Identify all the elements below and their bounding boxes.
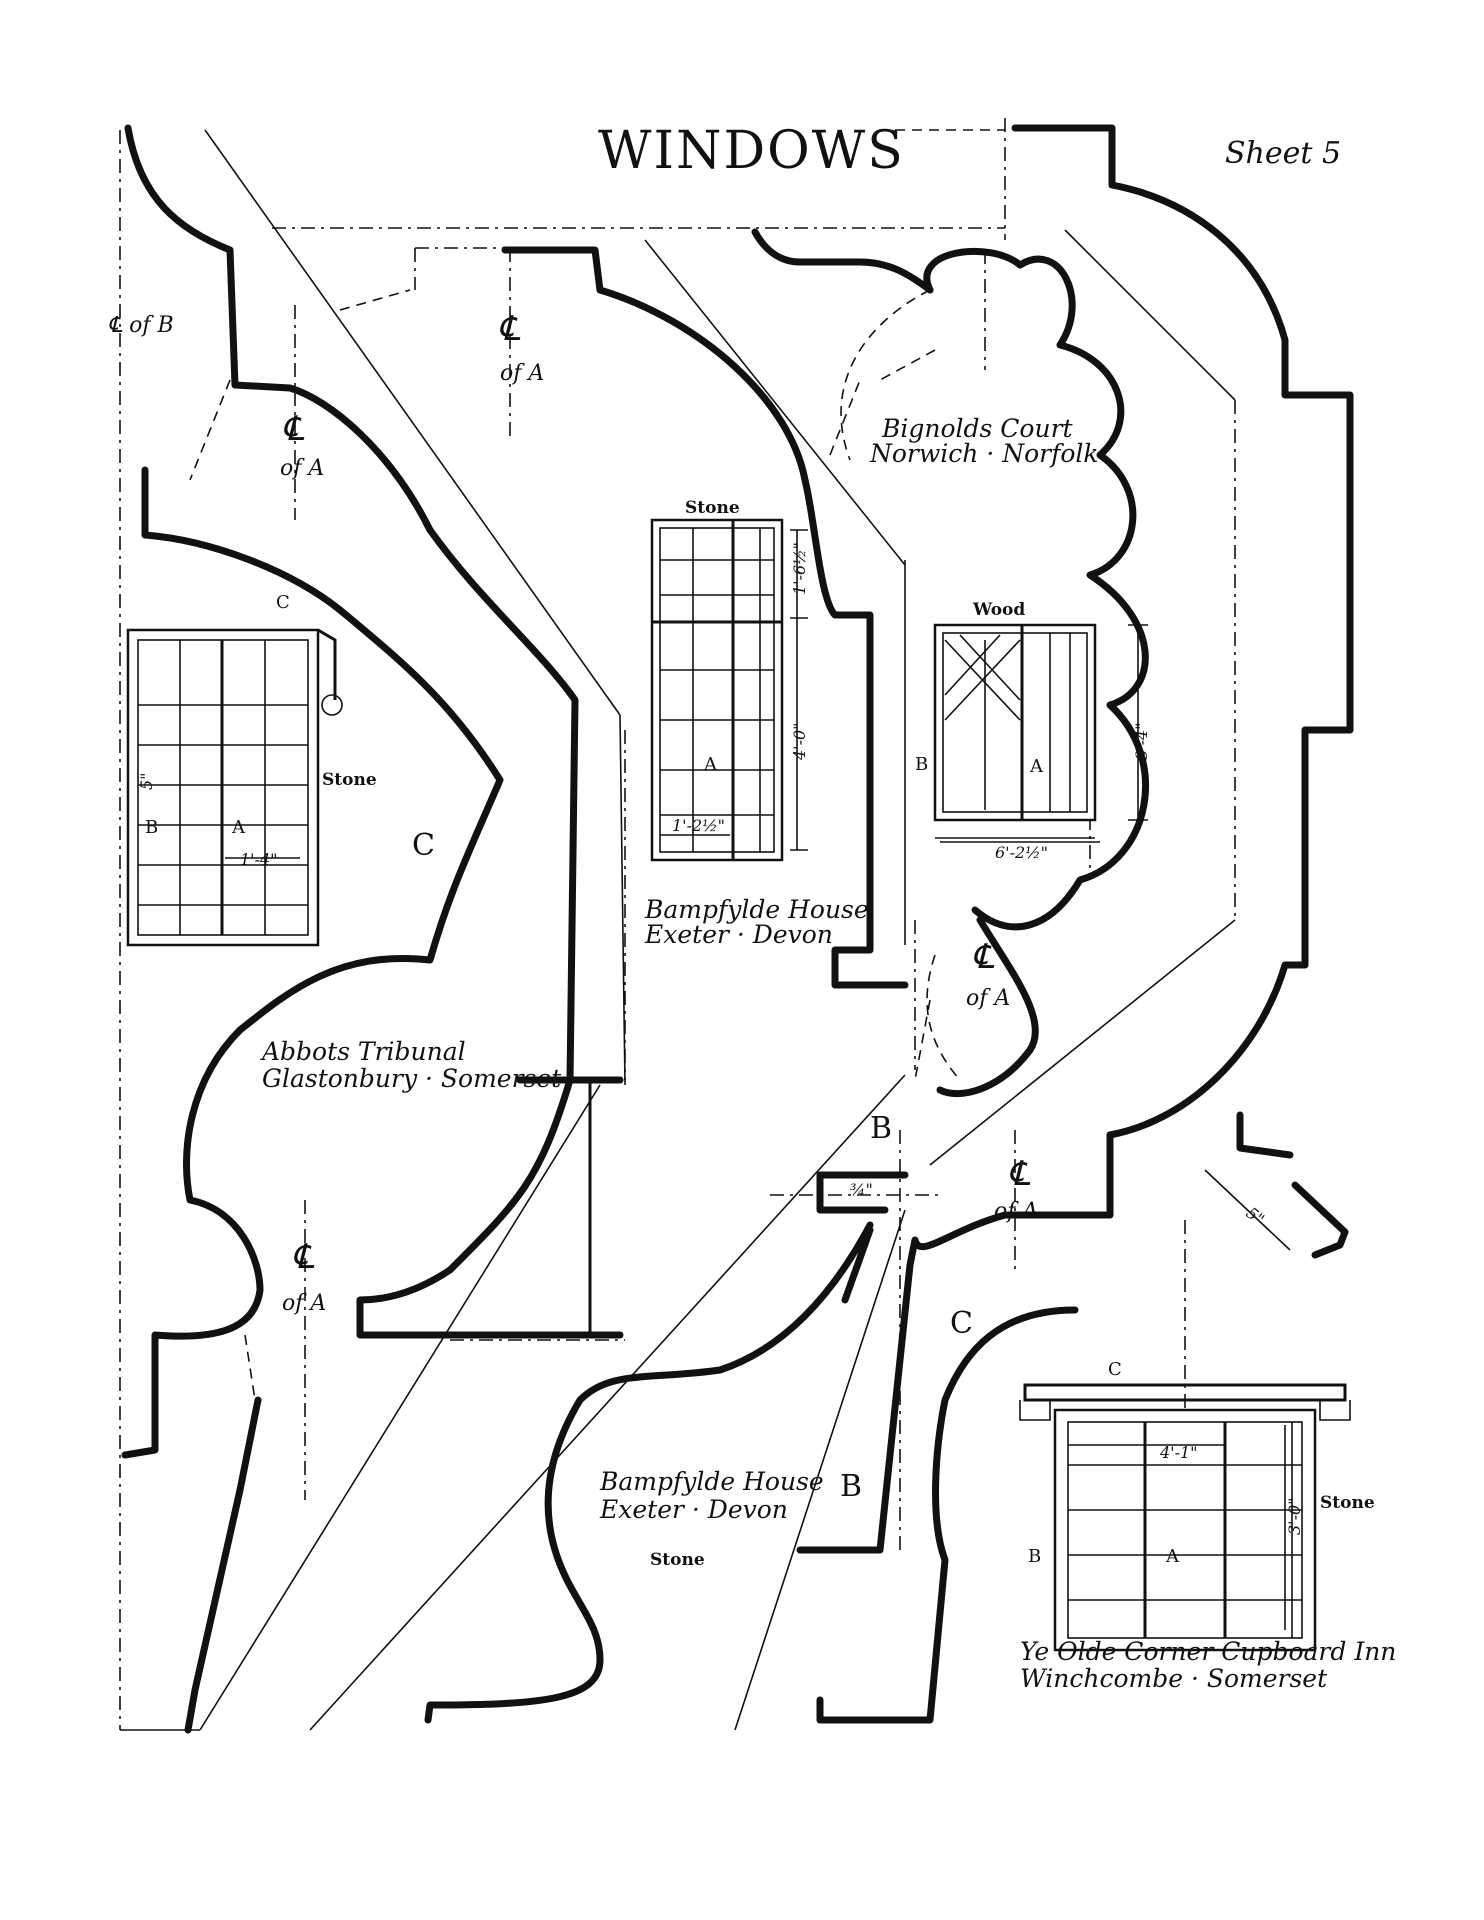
bignolds-dim-width: 6'-2½" xyxy=(995,843,1048,862)
bignolds-location: Norwich · Norfolk xyxy=(869,439,1099,468)
construction-lines xyxy=(120,129,1236,1731)
sheet-title: WINDOWS xyxy=(598,121,905,181)
bignolds-section-b: B xyxy=(915,754,928,775)
olde-corner-location: Winchcombe · Somerset xyxy=(1020,1664,1328,1693)
olde-corner-section-b: B xyxy=(1028,1546,1041,1567)
bignolds-lower-round xyxy=(936,916,1039,1098)
olde-corner-name: Ye Olde Corner Cupboard Inn xyxy=(1020,1637,1396,1666)
abbots-name: Abbots Tribunal xyxy=(260,1037,466,1066)
section-c-lower: C xyxy=(950,1306,973,1341)
section-c-left: C xyxy=(412,828,435,863)
cl-a-bottom-left-symbol: ℄ xyxy=(292,1237,315,1277)
cl-a-left-symbol: ℄ xyxy=(282,409,305,449)
abbots-location: Glastonbury · Somerset xyxy=(262,1064,562,1093)
cl-of-b-label: ℄ of B xyxy=(108,313,174,338)
window-olde-corner xyxy=(1019,1383,1351,1652)
abbots-section-c-top: C xyxy=(276,592,290,613)
bignolds-dashed-round xyxy=(840,289,931,461)
bignolds-material: Wood xyxy=(972,600,1025,620)
cl-a-bottom-left-of-a: of A xyxy=(282,1291,326,1316)
cl-a-center-symbol: ℄ xyxy=(972,937,995,977)
olde-corner-material: Stone xyxy=(1320,1493,1375,1513)
bampfylde-bottom-name: Bampfylde House xyxy=(599,1467,824,1496)
cl-a-lower-symbol: ℄ xyxy=(1008,1154,1031,1194)
profile-outlines xyxy=(121,124,1354,1734)
abbots-section-a: A xyxy=(231,817,246,838)
bampfylde-top-dim-pane: 1'-2½" xyxy=(672,816,725,835)
bignolds-section-a: A xyxy=(1029,756,1044,777)
olde-corner-dim-height: 3'-0" xyxy=(1285,1497,1304,1535)
cl-a-lower-of-a: of A xyxy=(994,1199,1038,1224)
bampfylde-bottom-material: Stone xyxy=(650,1550,705,1570)
bampfylde-bottom-location: Exeter · Devon xyxy=(599,1495,788,1524)
bampfylde-top-name: Bampfylde House xyxy=(644,895,869,924)
cl-a-center-of-a: of A xyxy=(966,986,1010,1011)
sheet-number: Sheet 5 xyxy=(1225,136,1341,171)
olde-corner-dim-width: 4'-1" xyxy=(1159,1443,1198,1462)
abbots-dim-side: 5" xyxy=(137,772,156,790)
bampfylde-top-dim-lower: 4'-0" xyxy=(790,722,809,761)
bignolds-name: Bignolds Court xyxy=(881,414,1074,443)
bampfylde-top-section-a: A xyxy=(703,754,718,775)
dim-three-quarter: ¾" xyxy=(850,1180,873,1199)
section-b-center: B xyxy=(870,1111,892,1146)
window-bignolds xyxy=(933,623,1148,843)
bampfylde-top-dim-upper: 1'-6½" xyxy=(790,542,809,595)
cl-a-left-of-a: of A xyxy=(280,456,324,481)
window-abbots xyxy=(126,628,343,947)
bignolds-dashed-lower xyxy=(926,954,961,1081)
olde-corner-section-a: A xyxy=(1165,1546,1180,1567)
cl-a-top-of-a: of A xyxy=(500,361,544,386)
bignolds-dim-height: 3'-4" xyxy=(1132,722,1151,760)
cl-a-top-symbol: ℄ xyxy=(498,309,521,349)
bampfylde-top-location: Exeter · Devon xyxy=(644,920,833,949)
window-bampfylde-top xyxy=(650,518,808,862)
bampfylde-top-material: Stone xyxy=(685,498,740,518)
dimension-lines xyxy=(225,837,1293,1638)
abbots-material: Stone xyxy=(322,770,377,790)
olde-corner-section-c: C xyxy=(1108,1359,1122,1380)
bignolds-plan-outline xyxy=(923,247,1150,931)
section-b-lower: B xyxy=(840,1469,862,1504)
abbots-dim-pane: 1'-4" xyxy=(240,850,278,869)
abbots-section-b: B xyxy=(145,817,158,838)
